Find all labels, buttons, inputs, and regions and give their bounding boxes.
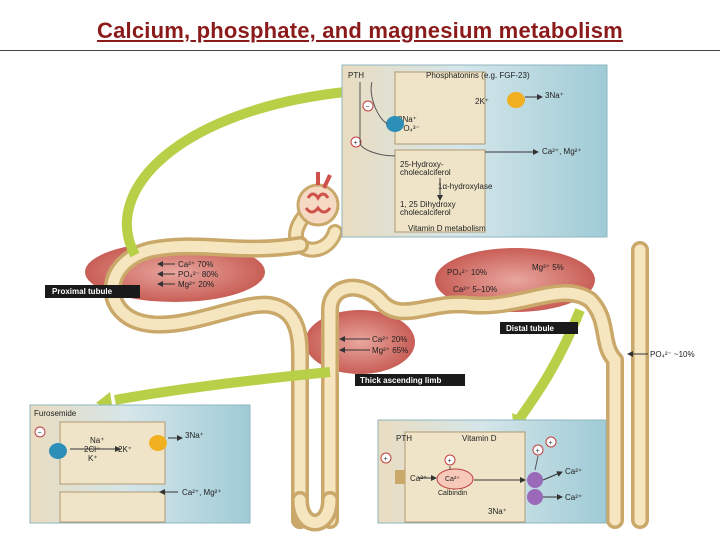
left-3na: 3Na⁺ <box>185 431 204 440</box>
proximal-tubule-label: Proximal tubule <box>52 287 113 296</box>
svg-text:+: + <box>354 140 358 147</box>
right-ca-out-1: Ca²⁺ <box>565 467 582 476</box>
right-vitamin-d: Vitamin D <box>462 434 497 443</box>
bottom-right-panel: PTH Vitamin D + + + + Ca²⁺ Ca²⁺ Calbindi… <box>377 419 607 524</box>
top-ca-mg: Ca²⁺, Mg²⁺ <box>542 147 582 156</box>
thick-ca: Ca²⁺ 20% <box>372 335 407 344</box>
thick-limb-tag <box>355 374 465 386</box>
top-3na: 3Na⁺ <box>545 91 564 100</box>
top-25-hydroxy: 25-Hydroxy- <box>400 160 444 169</box>
top-pth: PTH <box>348 71 364 80</box>
calcium-channel <box>395 470 405 484</box>
bottom-left-panel: Furosemide − Na⁺ 2Cl⁻ K⁺ 3Na⁺ 2K⁺ Ca²⁺, … <box>29 404 251 524</box>
distal-ca: Ca²⁺ 5–10% <box>453 285 497 294</box>
right-pth: PTH <box>396 434 412 443</box>
distal-mg: Mg²⁺ 5% <box>532 263 564 272</box>
svg-text:+: + <box>536 448 540 455</box>
ncx-exchanger <box>527 489 543 505</box>
thick-mg: Mg²⁺ 65% <box>372 346 408 355</box>
slide-title: Calcium, phosphate, and magnesium metabo… <box>97 18 623 43</box>
right-3na: 3Na⁺ <box>488 507 507 516</box>
title-underline <box>0 50 720 51</box>
top-cholecalciferol-2: cholecalciferol <box>400 208 451 217</box>
top-panel: PTH Phosphatonins (e.g. FGF-23) 3Na⁺ 2K⁺… <box>341 64 608 238</box>
proximal-tubule-tag <box>45 285 140 298</box>
ca-atpase <box>527 472 543 488</box>
calbindin-complex <box>436 468 474 490</box>
svg-text:+: + <box>384 456 388 463</box>
top-po4: PO₄³⁻ <box>398 124 420 133</box>
svg-text:−: − <box>38 430 42 437</box>
distal-po4: PO₄²⁻ 10% <box>447 268 487 277</box>
right-ca-complex: Ca²⁺ <box>445 476 460 483</box>
thick-to-left-arrow <box>114 367 331 405</box>
distal-tubule-label: Distal tubule <box>506 324 555 333</box>
svg-text:+: + <box>448 458 452 465</box>
distal-tubule-tag <box>500 322 578 334</box>
furosemide-label: Furosemide <box>34 409 77 418</box>
left-ca-mg: Ca²⁺, Mg²⁺ <box>182 488 222 497</box>
top-2k: 2K⁺ <box>475 97 489 106</box>
top-1-25-dihydroxy: 1, 25 Dihydroxy <box>400 200 456 209</box>
collecting-po4: PO₄²⁻ ~10% <box>650 350 695 359</box>
nkcc2-transporter <box>49 443 67 459</box>
svg-text:−: − <box>366 104 370 111</box>
proximal-po4: PO₄²⁻ 80% <box>178 270 218 279</box>
top-phosphatonins: Phosphatonins (e.g. FGF-23) <box>426 71 530 80</box>
top-2na: 2Na⁺ <box>398 115 417 124</box>
top-1a-hydroxylase: 1α-hydroxylase <box>438 182 493 191</box>
thick-limb-label: Thick ascending limb <box>360 376 441 385</box>
top-vitamin-d-metabolism: Vitamin D metabolism <box>408 224 486 233</box>
proximal-ca: Ca²⁺ 70% <box>178 260 213 269</box>
calbindin-label: Calbindin <box>438 490 467 497</box>
glomerulus <box>296 172 340 227</box>
left-2k: 2K⁺ <box>118 445 132 454</box>
top-na-k-pump <box>507 92 525 108</box>
svg-text:+: + <box>549 440 553 447</box>
proximal-mg: Mg²⁺ 20% <box>178 280 214 289</box>
right-ca-out-2: Ca²⁺ <box>565 493 582 502</box>
left-na-k-pump <box>149 435 167 451</box>
left-k: K⁺ <box>88 454 98 463</box>
left-na: Na⁺ <box>90 436 104 445</box>
top-na-po4-transporter <box>386 116 404 132</box>
top-cholecalciferol-1: cholecalciferol <box>400 168 451 177</box>
nephron-tubule <box>103 197 649 532</box>
proximal-to-top-arrow <box>121 87 346 258</box>
